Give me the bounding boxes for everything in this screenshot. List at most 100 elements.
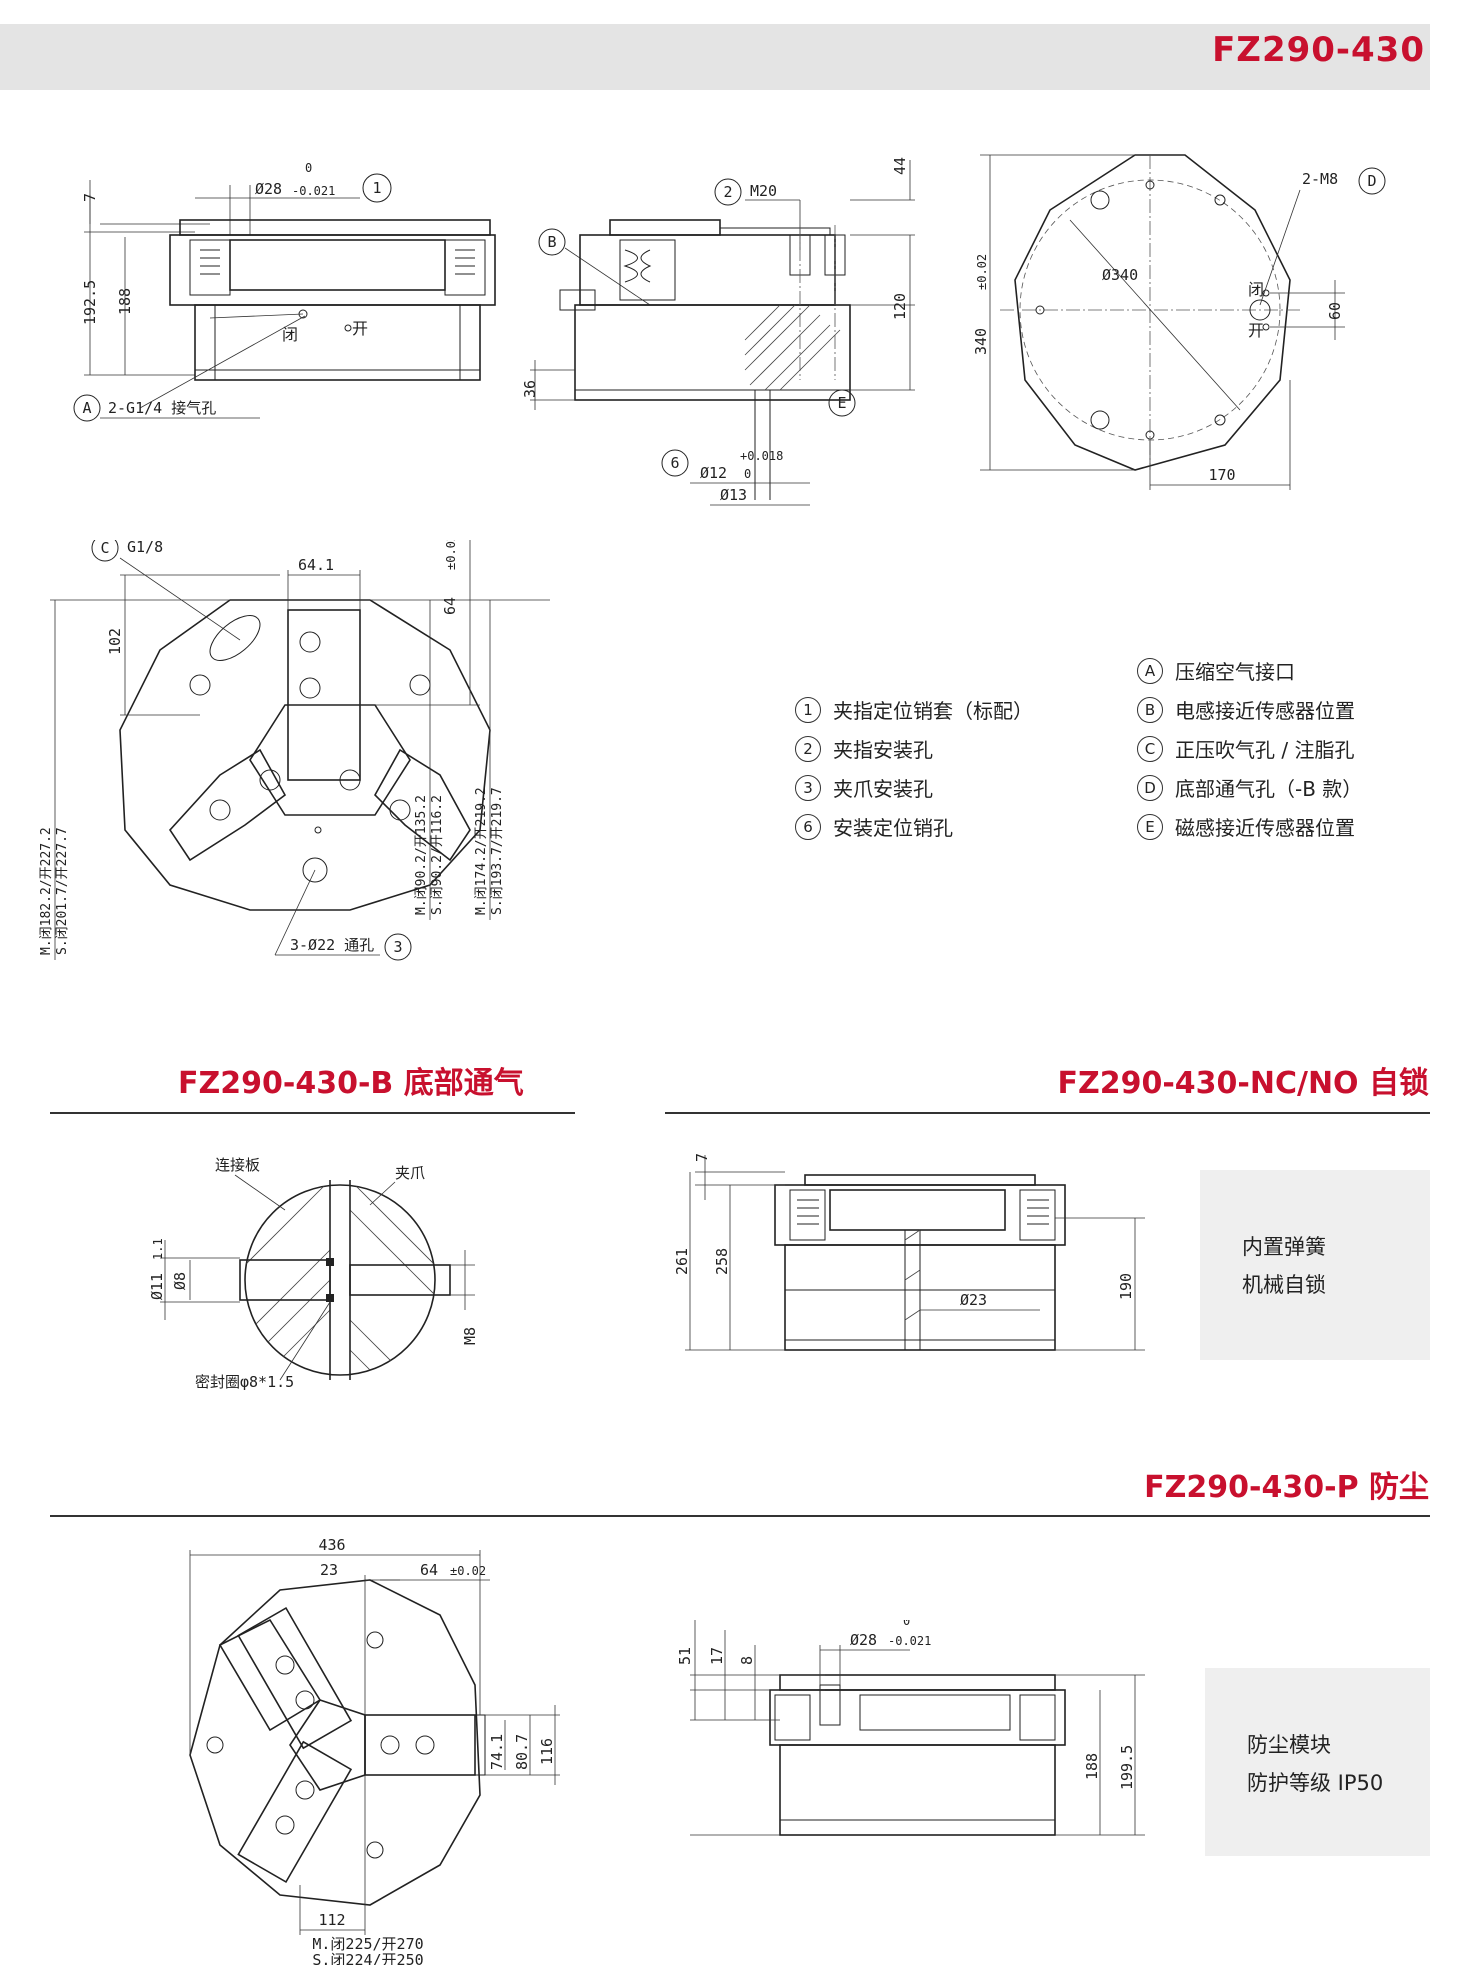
section-b-rule [50,1112,575,1114]
close-label: 闭 [282,325,298,344]
p-top-drawing: 436 23 64 ±0.02 74.1 80.7 116 112 M.闭225… [189,1536,560,1965]
legend-marker: 2 [795,735,821,762]
tol12-up: +0.018 [740,449,783,463]
p-note-box: 防尘模块 防护等级 IP50 [1205,1668,1430,1856]
nc-dia-23: Ø23 [960,1291,987,1309]
p-dim-116: 116 [538,1738,556,1765]
dia-13: Ø13 [720,486,747,504]
p-dim-436: 436 [318,1536,345,1554]
legend-text: 压缩空气接口 [1175,660,1295,684]
dim-170: 170 [1208,466,1235,484]
p-dim-23: 23 [320,1561,338,1579]
p-dim-80-7: 80.7 [513,1734,531,1770]
header-bar [0,24,1430,90]
mid-s-dim: S.闭90.2/开116.2 [430,795,445,915]
marker-6: 6 [670,454,679,472]
nc-dim-258: 258 [713,1248,731,1275]
p-note-line: 防护等级 IP50 [1247,1771,1384,1795]
dim-64: 64 [441,597,459,615]
marker-c: C [100,540,109,557]
g18-label: G1/8 [127,540,163,556]
nc-dim-7: 7 [693,1153,711,1162]
p-dim-51: 51 [676,1647,694,1665]
dia-340: Ø340 [1102,266,1138,284]
p-tol-64: ±0.02 [450,1564,486,1578]
port-a-label: 2-G1/4 接气孔 [108,399,216,417]
legend-item: C 正压吹气孔 / 注脂孔 [1137,729,1362,768]
marker-1: 1 [372,179,381,197]
section-b-title: FZ290-430-B 底部通气 [178,1066,524,1101]
p-dim-74-1: 74.1 [488,1734,506,1770]
side-section-drawing: 2 M20 B 44 120 36 6 Ø12 +0.018 0 Ø13 E [521,157,915,506]
nc-detail-drawing: 7 261 258 190 Ø23 [673,1153,1145,1351]
dim-44: 44 [891,157,909,175]
open-label-top: 开 [1248,321,1264,340]
legend-marker: A [1137,657,1163,684]
m20-label: M20 [750,182,777,200]
p-m-line: M.闭225/开270 [312,1935,423,1953]
section-p-rule [50,1515,1430,1517]
legend-item: B 电感接近传感器位置 [1137,690,1362,729]
legend-item: A 压缩空气接口 [1137,651,1362,690]
nc-dim-190: 190 [1117,1273,1135,1300]
legend-marker: C [1137,735,1163,762]
tol12-dn: 0 [744,467,751,481]
p-dia-28: Ø28 [850,1631,877,1649]
p-side-drawing: 51 17 8 Ø28 0 -0.021 188 199.5 [676,1620,1145,1836]
marker-2: 2 [723,183,732,201]
legend-text: 夹指安装孔 [833,738,933,762]
nc-dim-261: 261 [673,1248,691,1275]
legend-marker: D [1137,774,1163,801]
seal-label: 密封圈φ8*1.5 [195,1373,294,1391]
dim-102: 102 [106,628,124,655]
nc-note-box: 内置弹簧 机械自锁 [1200,1170,1430,1360]
dim-60: 60 [1326,302,1344,320]
front-view-drawing: 7 192.5 188 Ø28 0 -0.021 1 闭 开 A 2-G1/4 … [73,161,496,422]
model-title: FZ290-430 [1212,30,1425,70]
legend-text: 正压吹气孔 / 注脂孔 [1175,738,1355,762]
marker-d: D [1367,172,1376,190]
dia-12: Ø12 [700,464,727,482]
section-nc-title: FZ290-430-NC/NO 自锁 [1057,1066,1429,1101]
nc-note-line: 机械自锁 [1242,1273,1326,1297]
p-dim-199-5: 199.5 [1118,1745,1136,1790]
tol-up: 0 [305,161,312,175]
dim-64-1: 64.1 [298,556,334,574]
dia-11: Ø11 [148,1273,166,1300]
legend-marker: 6 [795,813,821,840]
dim-120: 120 [891,293,909,320]
marker-b: B [547,233,556,251]
right-s-dim: S.闭193.7/开219.7 [490,787,505,915]
p-dim-188: 188 [1083,1753,1101,1780]
legend-marker: 1 [795,696,821,723]
b-detail-drawing: 连接板 夹爪 Ø11 1.1 Ø8 M8 密封圈φ8*1.5 [148,1156,479,1391]
right-m-dim: M.闭174.2/开219.2 [474,787,489,915]
holes-label: 3-Ø22 通孔 [290,936,374,954]
section-nc-rule [665,1112,1430,1114]
legend-text: 电感接近传感器位置 [1175,699,1355,723]
marker-a: A [82,399,91,417]
left-s-dim: S.闭201.7/开227.7 [55,827,70,955]
legend-item: 2 夹指安装孔 [795,729,1033,768]
p-dim-112: 112 [318,1911,345,1929]
mid-m-dim: M.闭90.2/开135.2 [414,795,429,915]
dim-7: 7 [81,193,99,202]
legend-marker: B [1137,696,1163,723]
legend-marker: 3 [795,774,821,801]
close-label-top: 闭 [1248,280,1264,299]
p-note-line: 防尘模块 [1247,1733,1331,1757]
dia-28: Ø28 [255,180,282,198]
dia-8: Ø8 [171,1272,189,1290]
p-dim-64: 64 [420,1561,438,1579]
plate-label: 连接板 [215,1156,260,1174]
marker-e: E [837,394,846,412]
legend-marker: E [1137,813,1163,840]
dim-192-5: 192.5 [81,280,99,325]
section-p-title: FZ290-430-P 防尘 [1144,1470,1429,1505]
tol-dn: -0.021 [292,184,335,198]
